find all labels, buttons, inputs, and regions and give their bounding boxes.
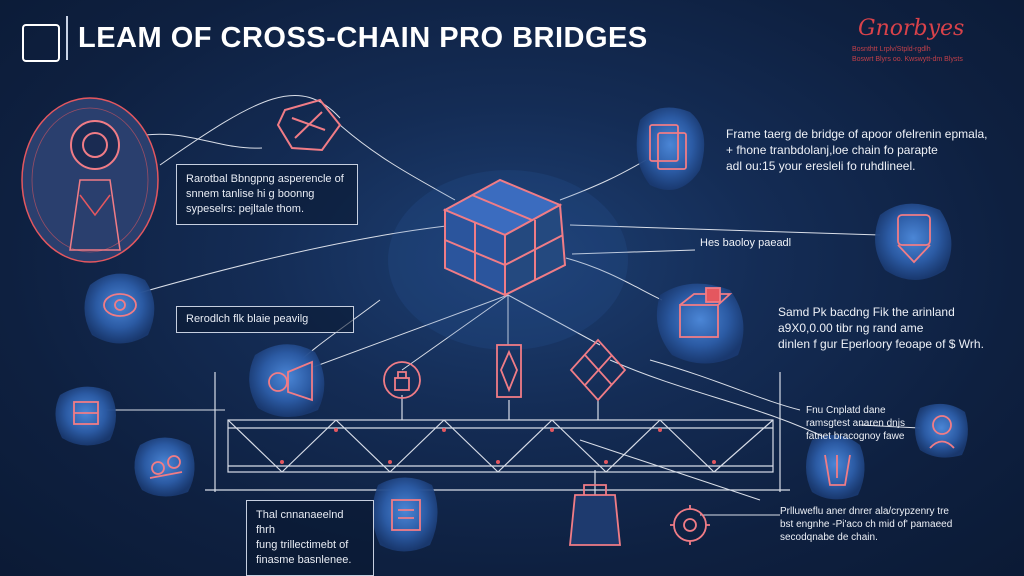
label-line: Frame taerg de bridge of apoor ofelrenin… bbox=[726, 127, 988, 141]
node-person bbox=[915, 403, 968, 458]
label-line: Rerodlch flk blaie peavilg bbox=[186, 313, 309, 325]
label-top-right: Frame taerg de bridge of apoor ofelrenin… bbox=[726, 126, 988, 174]
logo-icon bbox=[22, 24, 60, 62]
robot-head-icon bbox=[21, 97, 159, 263]
gear-icon bbox=[670, 505, 710, 545]
bridge-rivets bbox=[280, 428, 716, 464]
label-right-lower: Fnu Cnplatd dane ramsgtest anaren dnjs f… bbox=[806, 404, 905, 443]
label-line: ramsgtest anaren dnjs bbox=[806, 418, 905, 429]
label-line: snnem tanlise hi g boonng bbox=[186, 188, 315, 200]
node-chip bbox=[372, 477, 438, 552]
label-line: a9X0,0.00 tibr ng rand ame bbox=[778, 321, 924, 335]
box-chip-icon bbox=[679, 287, 733, 338]
cowl-icon bbox=[897, 214, 931, 264]
brand-subtitle-2: Boswrt Blyrs oo. Kwswytt-dm Blysts bbox=[852, 56, 963, 63]
node-document-stack bbox=[636, 107, 705, 190]
label-line: Fnu Cnplatd dane bbox=[806, 405, 886, 416]
label-right-mid: Samd Pk bacdng Fik the arinland a9X0,0.0… bbox=[778, 304, 984, 352]
mask-icon bbox=[149, 455, 183, 479]
label-box-top-left: Rarotbal Bbngpng asperencle of snnem tan… bbox=[176, 164, 358, 225]
cube-bridge-icon bbox=[442, 178, 567, 297]
board-icon bbox=[569, 338, 627, 402]
label-line: finasme basnlenee. bbox=[256, 554, 352, 566]
face-icon bbox=[824, 454, 851, 486]
label-right-single: Hes baoloy paeadl bbox=[700, 237, 792, 249]
node-network bbox=[55, 386, 116, 446]
node-face bbox=[806, 435, 865, 500]
brand-subtitle: Bosnthtt Lrplv/Stpld-rgdlh bbox=[852, 46, 931, 53]
label-line: Rarotbal Bbngpng asperencle of bbox=[186, 173, 344, 185]
label-line: Samd Pk bacdng Fik the arinland bbox=[778, 305, 955, 319]
title-divider bbox=[66, 16, 68, 60]
network-icon bbox=[73, 401, 99, 425]
label-box-mid-left: Rerodlch flk blaie peavilg bbox=[176, 306, 354, 333]
label-line: Thal cnnanaeelnd fhrh bbox=[256, 509, 344, 536]
label-box-bottom-left: Thal cnnanaeelnd fhrh fung trillectimebt… bbox=[246, 500, 374, 576]
hand-coin-icon bbox=[103, 293, 137, 317]
label-line: bst engnhe -Pi'aco ch mid of' pamaeed bbox=[780, 519, 953, 530]
label-line: + fhone tranbdolanj,loe chain fo parapte bbox=[726, 143, 938, 157]
label-line: dinlen f gur Eperloory feoape of $ Wrh. bbox=[778, 337, 984, 351]
label-right-bottom: Prlluweflu aner dnrer ala/crypzenry tre … bbox=[780, 505, 952, 544]
label-line: adl ou:15 your eresleli fo ruhdlineel. bbox=[726, 159, 916, 173]
label-line: secodqnabe de chain. bbox=[780, 532, 878, 543]
diamond-icon bbox=[496, 344, 522, 398]
person-icon bbox=[929, 415, 955, 449]
bag-icon bbox=[569, 484, 621, 546]
node-mask bbox=[134, 437, 195, 497]
node-cowl bbox=[875, 203, 952, 280]
node-fish bbox=[249, 344, 325, 418]
shield-emblem-icon bbox=[276, 98, 342, 152]
node-hand-coin bbox=[84, 273, 155, 344]
brand-logo: Gnorbyes bbox=[858, 16, 965, 41]
page-title: LEAM OF CROSS-CHAIN PRO BRIDGES bbox=[78, 22, 648, 54]
fish-icon bbox=[268, 360, 313, 402]
node-box-chip bbox=[656, 283, 744, 364]
label-line: fatnet bracognoy fawe bbox=[806, 431, 905, 442]
document-stack-icon bbox=[649, 124, 687, 170]
label-line: fung trillectimebt of bbox=[256, 539, 349, 551]
chip-icon bbox=[391, 499, 421, 531]
lock-icon bbox=[383, 361, 421, 399]
label-line: Prlluweflu aner dnrer ala/crypzenry tre bbox=[780, 506, 949, 517]
label-line: sypeselrs: pejltale thom. bbox=[186, 203, 304, 215]
